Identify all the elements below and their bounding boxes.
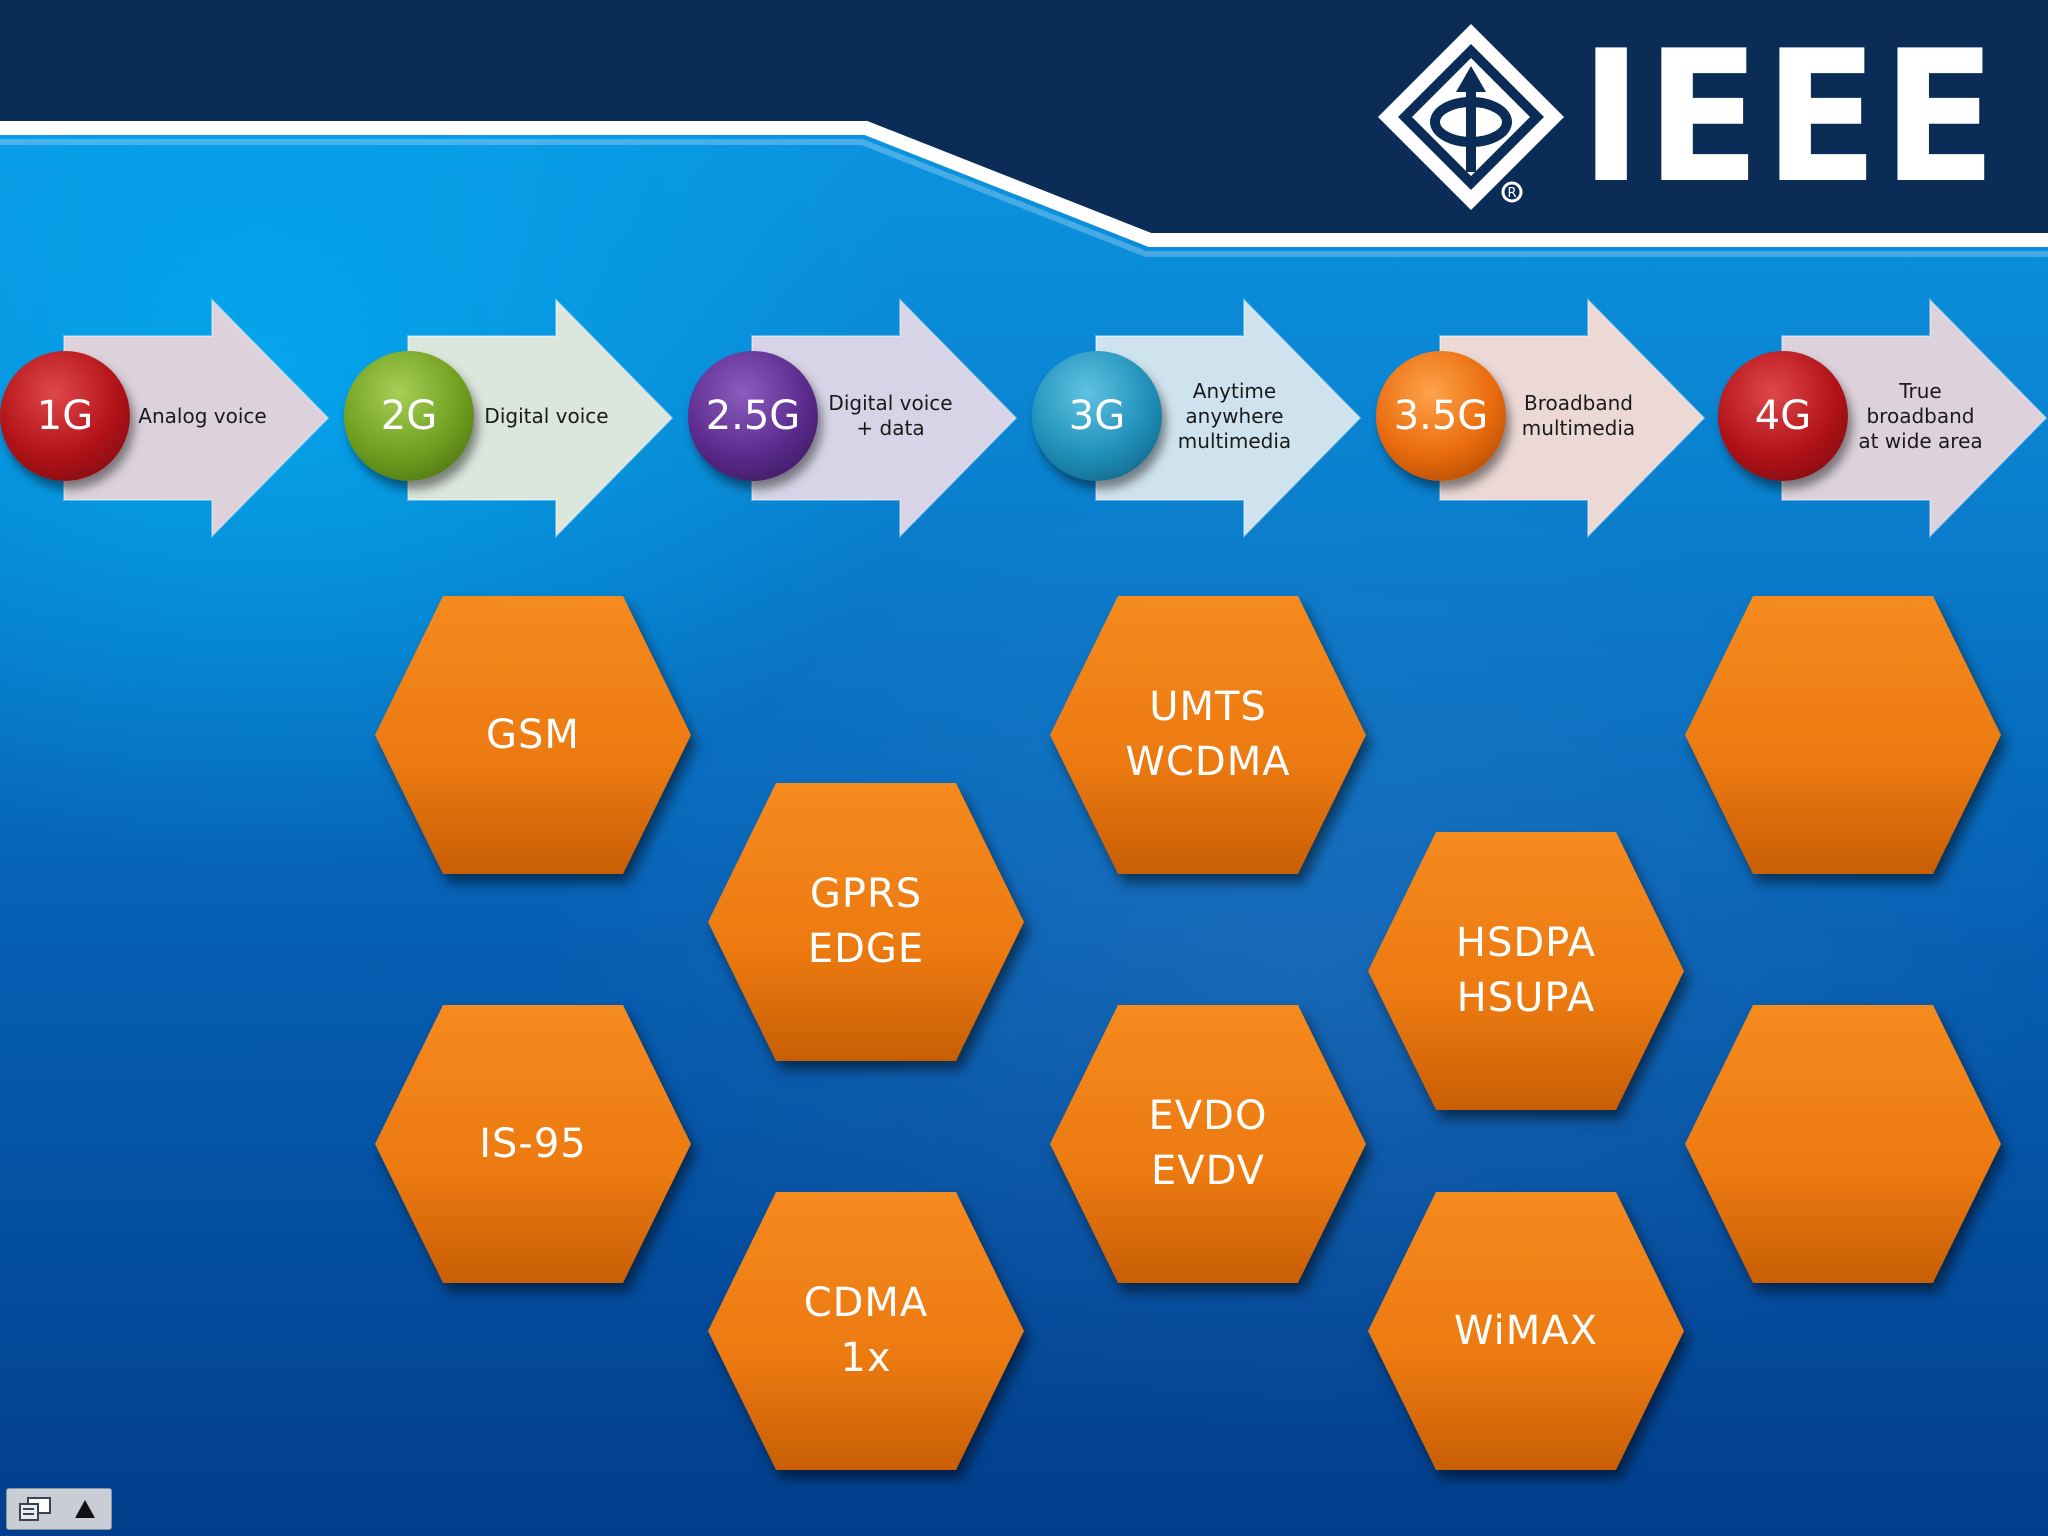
hexagon-shape [1685, 596, 2001, 874]
tech-hex-is-95: IS-95 [373, 1003, 693, 1285]
generation-description: Digital voice [484, 403, 609, 428]
tech-label: GPRS EDGE [807, 871, 925, 972]
triangle-up-icon [75, 1500, 95, 1518]
tech-hex-umts-wcdma: UMTS WCDMA [1048, 594, 1368, 876]
tech-label: CDMA 1x [803, 1280, 929, 1381]
ieee-wordmark: IEEE [1580, 11, 2001, 223]
hexagon-shape [375, 1005, 691, 1283]
generation-badge: 2G [344, 351, 474, 481]
tech-hex-evdo-evdv: EVDO EVDV [1048, 1003, 1368, 1285]
ieee-diamond-logo-icon: R [1378, 24, 1564, 210]
slide-menu-icon [19, 1497, 51, 1521]
generation-description: Broadband multimedia [1521, 391, 1636, 440]
tech-label: EVDO EVDV [1148, 1093, 1268, 1194]
generation-badge: 4G [1718, 351, 1848, 481]
generation-badge: 3G [1032, 351, 1162, 481]
tech-hex-wimax: WiMAX [1366, 1190, 1686, 1472]
hexagon-shape [708, 783, 1024, 1061]
stage-2-5g: 2.5G Digital voice + data [688, 298, 1018, 538]
tech-label [1683, 594, 2003, 876]
tech-hex-4g-upper [1683, 594, 2003, 876]
hexagon-shape [1368, 832, 1684, 1110]
stage-arrow [63, 298, 330, 538]
header-band [0, 0, 2048, 257]
tech-label: GSM [486, 711, 580, 758]
tech-hex-gprs-edge: GPRS EDGE [706, 781, 1026, 1063]
slideshow-toolbar [6, 1488, 112, 1530]
generation-badge: 3.5G [1376, 351, 1506, 481]
tech-label: WiMAX [1453, 1307, 1599, 1354]
tech-hex-hsdpa-hsupa: HSDPA HSUPA [1366, 830, 1686, 1112]
generation-badge: 1G [0, 351, 130, 481]
hexagon-shape [708, 1192, 1024, 1470]
stage-3g: 3G Anytime anywhere multimedia [1032, 298, 1362, 538]
tech-label: UMTS WCDMA [1125, 684, 1291, 785]
hexagon-shape [1368, 1192, 1684, 1470]
hexagon-shape [1050, 1005, 1366, 1283]
generation-description: True broadband at wide area [1858, 378, 1983, 453]
stage-4g: 4G True broadband at wide area [1718, 298, 2048, 538]
stage-arrow [751, 298, 1018, 538]
stage-1g: 1G Analog voice [0, 298, 330, 538]
stage-3-5g: 3.5G Broadband multimedia [1376, 298, 1706, 538]
generation-description: Analog voice [138, 403, 267, 428]
hexagon-shape [1050, 596, 1366, 874]
hexagon-shape [375, 596, 691, 874]
stage-arrow [407, 298, 674, 538]
tech-hex-4g-lower [1683, 1003, 2003, 1285]
generation-description: Anytime anywhere multimedia [1177, 378, 1292, 453]
tech-hex-cdma-1x: CDMA 1x [706, 1190, 1026, 1472]
svg-text:R: R [1507, 186, 1516, 201]
tech-label: HSDPA HSUPA [1455, 920, 1597, 1021]
slide-up-button[interactable] [63, 1493, 107, 1525]
stage-arrow [1095, 298, 1362, 538]
stage-arrow [1781, 298, 2048, 538]
slide-menu-button[interactable] [13, 1493, 57, 1525]
tech-label: IS-95 [479, 1120, 587, 1167]
stage-arrow [1439, 298, 1706, 538]
tech-hex-gsm: GSM [373, 594, 693, 876]
generation-description: Digital voice + data [828, 391, 953, 440]
hexagon-shape [1685, 1005, 2001, 1283]
generation-badge: 2.5G [688, 351, 818, 481]
stage-2g: 2G Digital voice [344, 298, 674, 538]
tech-label [1683, 1003, 2003, 1285]
